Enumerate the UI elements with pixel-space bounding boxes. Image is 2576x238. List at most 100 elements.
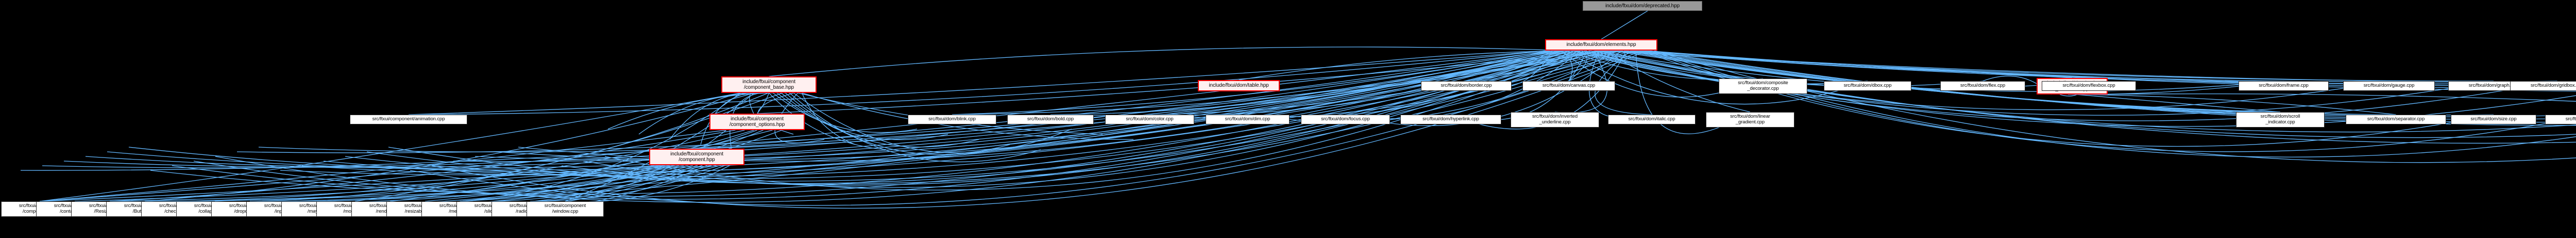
graph-node[interactable]: src/ftxui/dom/focus.cpp bbox=[1301, 115, 1390, 124]
graph-edge bbox=[63, 50, 1561, 168]
graph-node[interactable]: src/ftxui/dom/italic.cpp bbox=[1608, 115, 1696, 124]
graph-edge bbox=[460, 92, 741, 202]
graph-node[interactable]: include/ftxui/dom/deprecated.hpp bbox=[1583, 1, 1702, 11]
graph-edge bbox=[460, 165, 717, 202]
graph-edge bbox=[20, 50, 1550, 171]
graph-node[interactable]: src/ftxui/dom/composite _decorator.cpp bbox=[1719, 78, 1807, 94]
graph-edge bbox=[179, 50, 1578, 202]
graph-edge bbox=[495, 165, 721, 202]
graph-edge bbox=[530, 165, 726, 202]
graph-edge bbox=[215, 50, 1597, 203]
graph-edge bbox=[2076, 94, 2281, 113]
graph-edge bbox=[249, 130, 754, 202]
graph-edge bbox=[323, 50, 1622, 177]
graph-node[interactable]: src/ftxui/dom/scroll _indicator.cpp bbox=[2236, 112, 2325, 128]
graph-edge bbox=[496, 50, 1561, 161]
graph-node[interactable]: src/ftxui/dom/canvas.cpp bbox=[1522, 81, 1615, 91]
graph-node[interactable]: src/ftxui/component /window.cpp bbox=[527, 201, 604, 217]
graph-node[interactable]: src/ftxui/dom/gridbox.cpp bbox=[2510, 81, 2576, 91]
graph-edge bbox=[530, 130, 726, 202]
graph-edge bbox=[319, 50, 1601, 202]
graph-edge bbox=[389, 130, 773, 202]
graph-edge bbox=[2092, 93, 2576, 102]
graph-edge bbox=[39, 130, 726, 202]
graph-node[interactable]: src/ftxui/dom/size.cpp bbox=[2451, 115, 2536, 124]
graph-node[interactable]: include/ftxui/dom/table.hpp bbox=[1198, 80, 1280, 91]
graph-edge bbox=[1640, 50, 2494, 147]
graph-node[interactable]: src/ftxui/dom/inverted _underline.cpp bbox=[1511, 112, 1599, 128]
graph-node[interactable]: src/ftxui/dom/dbox.cpp bbox=[1824, 81, 1911, 91]
graph-edge bbox=[280, 50, 1612, 176]
graph-edge bbox=[789, 92, 1041, 163]
graph-node[interactable]: src/ftxui/component/animation.cpp bbox=[350, 115, 467, 124]
graph-edge bbox=[1609, 50, 2494, 82]
graph-edge bbox=[565, 92, 755, 202]
graph-edge bbox=[249, 165, 689, 205]
graph-edge bbox=[1595, 50, 2284, 92]
graph-node[interactable]: src/ftxui/dom/border.cpp bbox=[1421, 81, 1512, 91]
graph-node[interactable]: src/ftxui/dom/gauge.cpp bbox=[2343, 81, 2435, 91]
graph-edge bbox=[518, 50, 1566, 162]
graph-edge bbox=[128, 50, 1576, 173]
graph-node[interactable]: src/ftxui/dom/linear _gradient.cpp bbox=[1706, 112, 1794, 128]
graph-edge bbox=[144, 165, 675, 202]
graph-edge bbox=[74, 165, 666, 202]
graph-edge bbox=[1466, 50, 1553, 82]
graph-edge bbox=[798, 92, 1103, 135]
graph-node[interactable]: src/ftxui/dom/hyperlink.cpp bbox=[1400, 115, 1501, 124]
graph-edge bbox=[39, 92, 741, 202]
graph-edge bbox=[460, 50, 1567, 202]
graph-edge bbox=[408, 50, 1548, 115]
graph-edge bbox=[1602, 50, 2389, 82]
graph-edge bbox=[1566, 50, 1868, 105]
graph-edge bbox=[1645, 50, 2576, 152]
graph-node[interactable]: include/ftxui/dom/elements.hpp bbox=[1545, 39, 1657, 51]
graph-node[interactable]: include/ftxui/component /component.hpp bbox=[649, 149, 744, 165]
graph-edge bbox=[1570, 50, 2389, 110]
graph-edge bbox=[193, 50, 1591, 200]
graph-edge bbox=[249, 92, 769, 202]
graph-node[interactable]: src/ftxui/dom/dim.cpp bbox=[1206, 115, 1290, 124]
graph-edge bbox=[354, 92, 783, 202]
graph-edge bbox=[697, 130, 757, 149]
graph-edge bbox=[301, 50, 1617, 176]
graph-edge bbox=[144, 92, 755, 202]
graph-edge bbox=[565, 165, 731, 202]
graph-node[interactable]: src/ftxui/dom/blink.cpp bbox=[908, 115, 996, 124]
graph-edge bbox=[109, 130, 736, 202]
graph-node[interactable]: src/ftxui/dom/spinner.cpp bbox=[2545, 115, 2576, 124]
graph-node[interactable]: src/ftxui/dom/color.cpp bbox=[1105, 115, 1194, 124]
graph-node[interactable]: src/ftxui/dom/frame.cpp bbox=[2239, 81, 2329, 91]
graph-edge bbox=[214, 165, 684, 203]
graph-node[interactable]: include/ftxui/component /component_optio… bbox=[709, 114, 805, 130]
graph-edge bbox=[1239, 50, 1580, 81]
graph-edge bbox=[319, 130, 764, 204]
graph-node[interactable]: src/ftxui/dom/bold.cpp bbox=[1007, 115, 1094, 124]
graph-edge bbox=[1559, 50, 1573, 82]
graph-edge bbox=[1649, 50, 2576, 157]
graph-edge bbox=[1601, 10, 1648, 40]
graph-edge bbox=[179, 130, 745, 202]
graph-edge bbox=[42, 50, 1555, 168]
graph-edge bbox=[474, 50, 1555, 160]
graph-node[interactable]: include/ftxui/component /component_base.… bbox=[721, 76, 817, 93]
graph-edge bbox=[258, 50, 1607, 152]
graph-node[interactable]: src/ftxui/dom/flex.cpp bbox=[1940, 81, 2025, 91]
graph-edge bbox=[109, 165, 670, 202]
graph-edge bbox=[757, 92, 770, 114]
graph-edge bbox=[697, 50, 1623, 149]
graph-edge bbox=[801, 92, 856, 145]
graph-node[interactable]: src/ftxui/dom/separator.cpp bbox=[2346, 115, 2446, 124]
graph-edge bbox=[236, 50, 1602, 153]
graph-edge bbox=[1654, 50, 2576, 163]
graph-edge bbox=[1617, 50, 2557, 83]
graph-edge bbox=[410, 50, 1643, 206]
graph-edge bbox=[1556, 50, 1587, 82]
graph-edge bbox=[1594, 50, 2073, 78]
graph-node[interactable]: src/ftxui/dom/flexbox.cpp bbox=[2042, 81, 2136, 91]
graph-edge bbox=[1566, 50, 1764, 81]
graph-edge bbox=[425, 165, 712, 202]
graph-edge bbox=[179, 165, 680, 202]
graph-edge bbox=[408, 50, 1550, 115]
